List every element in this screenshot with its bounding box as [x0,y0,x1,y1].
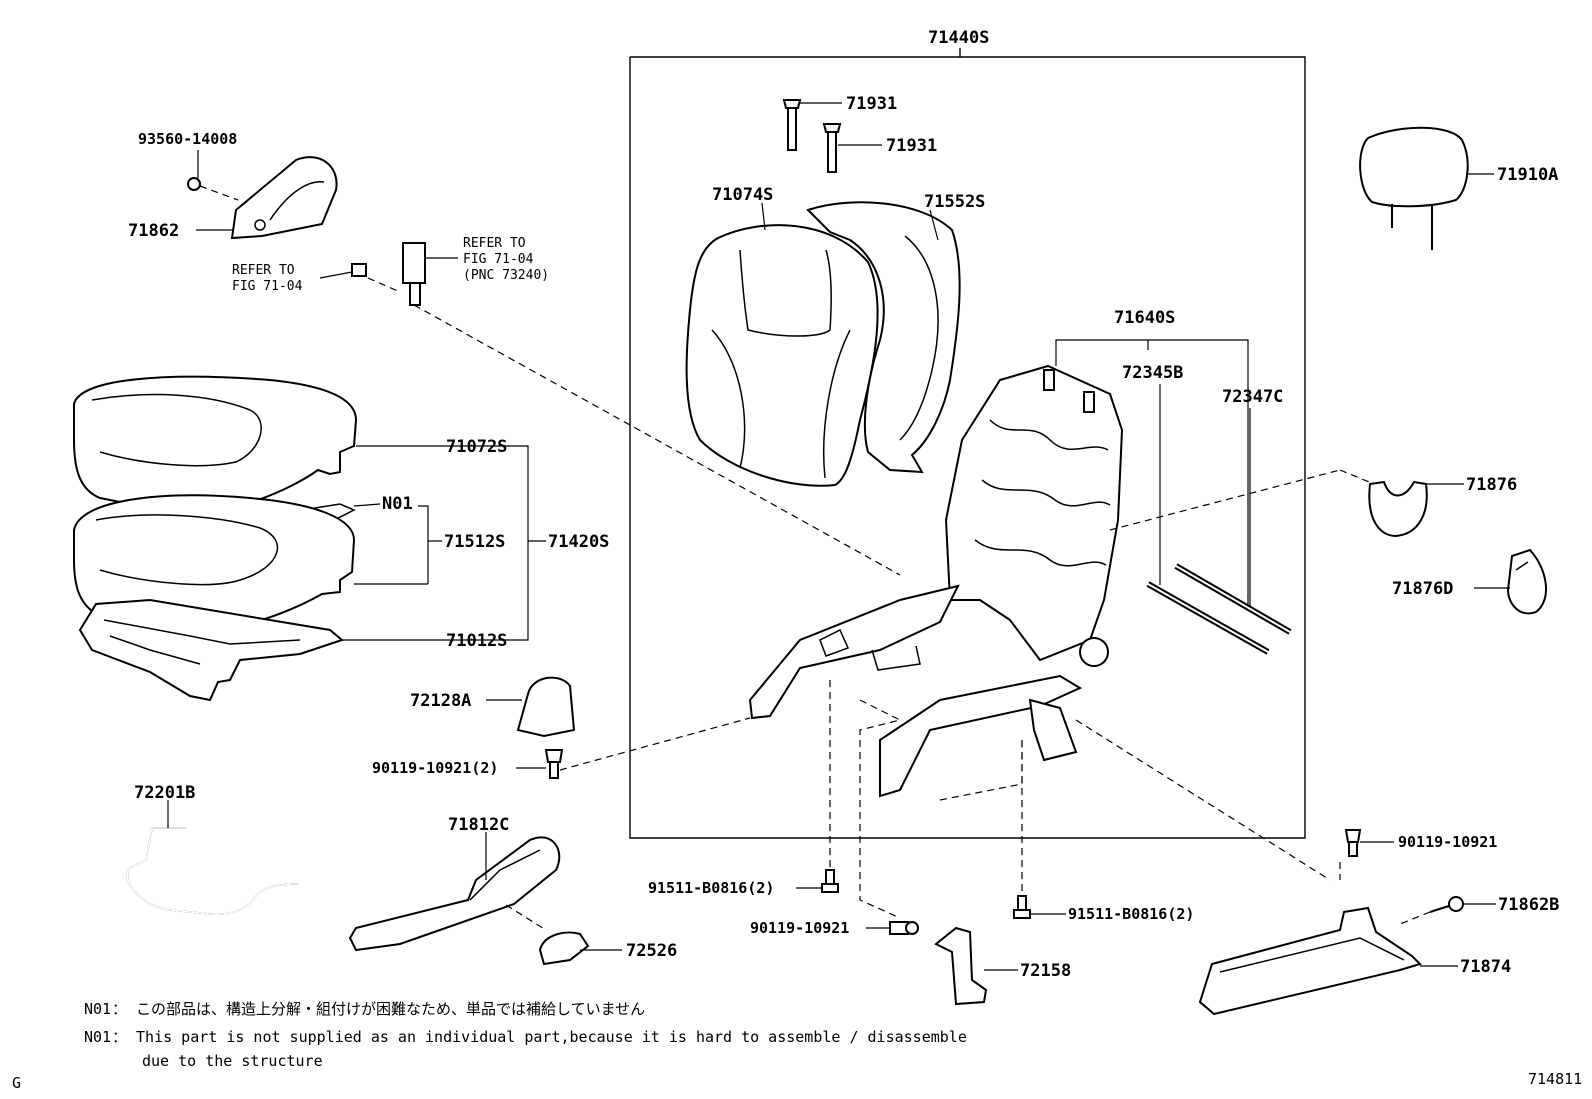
label-72526[interactable]: 72526 [626,941,677,961]
bolt-90119-10921-right[interactable] [1344,829,1394,857]
label-71876[interactable]: 71876 [1466,475,1517,495]
bolt-91511-B0816-left[interactable] [796,869,839,893]
label-93560-14008[interactable]: 93560-14008 [138,130,237,148]
label-71812C[interactable]: 71812C [448,815,509,835]
label-72347C[interactable]: 72347C [1222,387,1283,407]
label-90119-10921-middle[interactable]: 90119-10921 [750,919,849,937]
bolt-71931-lower[interactable] [822,123,882,173]
buckle-part-ref[interactable] [402,242,901,576]
label-71874[interactable]: 71874 [1460,957,1511,977]
corner-left-marker: G [12,1074,21,1092]
cover-71862[interactable] [196,156,338,240]
rail-cover-71874[interactable] [1198,906,1458,1016]
knob-72526[interactable] [538,931,622,966]
label-N01[interactable]: N01 [382,494,413,514]
ref-fig2-line2: FIG 71-04 [232,279,303,294]
bolt-90119-10921-left[interactable] [516,749,564,779]
assembly-frame-71440S [629,48,1306,839]
bolt-91511-B0816-right[interactable] [1013,895,1066,919]
wire-72201B[interactable] [126,800,299,915]
track-cover-71812C[interactable] [348,832,561,952]
rod-72345B[interactable] [1146,581,1270,655]
ref-fig-line1: REFER TO [463,236,526,251]
cover-72128A[interactable] [486,676,576,738]
label-71640S[interactable]: 71640S [1114,308,1175,328]
cover-71876[interactable] [1368,480,1464,538]
label-90119-10921-right[interactable]: 90119-10921 [1398,833,1497,851]
cushion-frame-71012S[interactable] [78,598,518,702]
label-72201B[interactable]: 72201B [134,783,195,803]
note-jp-code: N01 [84,1000,111,1018]
label-71931-lower[interactable]: 71931 [886,136,937,156]
note-en-text: ： This part is not supplied as an indivi… [112,1028,967,1046]
bolt-71931-upper[interactable] [782,99,842,151]
ref-fig2-line1: REFER TO [232,263,295,278]
label-71862B[interactable]: 71862B [1498,895,1559,915]
headrest-71910A[interactable] [1359,126,1494,250]
clip-71862B[interactable] [1399,896,1496,925]
seatback-pad-71552S[interactable] [806,201,961,474]
cover-71876D[interactable] [1474,548,1548,615]
label-71074S[interactable]: 71074S [712,185,773,205]
note-en-text-2: due to the structure [142,1052,323,1070]
label-72128A[interactable]: 72128A [410,691,471,711]
label-71440S[interactable]: 71440S [928,28,989,48]
label-71072S[interactable]: 71072S [446,437,507,457]
diagram-id: 714811 [1528,1070,1582,1088]
label-71012S[interactable]: 71012S [446,631,507,651]
seatback-cover-71074S[interactable] [685,202,879,487]
label-71862[interactable]: 71862 [128,221,179,241]
label-72158[interactable]: 72158 [1020,961,1071,981]
label-71512S[interactable]: 71512S [444,532,505,552]
screw-93560-14008[interactable] [187,177,239,201]
ref-fig-line2: FIG 71-04 [463,252,534,267]
label-91511-B0816-left[interactable]: 91511-B0816(2) [648,879,774,897]
label-71876D[interactable]: 71876D [1392,579,1453,599]
label-71931-upper[interactable]: 71931 [846,94,897,114]
note-en-code: N01 [84,1028,111,1046]
seatback-frame-71640S[interactable] [748,364,1124,798]
screw-ref-fig[interactable] [319,263,401,293]
label-71420S[interactable]: 71420S [548,532,609,552]
cover-72158[interactable] [934,926,1018,1006]
label-91511-B0816-right[interactable]: 91511-B0816(2) [1068,905,1194,923]
label-72345B[interactable]: 72345B [1122,363,1183,383]
bolt-90119-10921-middle[interactable] [866,921,919,935]
note-jp-text: ： この部品は、構造上分解・組付けが困難なため、単品では補給していません [112,1000,645,1018]
label-90119-10921-left[interactable]: 90119-10921(2) [372,759,498,777]
label-71552S[interactable]: 71552S [924,192,985,212]
label-71910A[interactable]: 71910A [1497,165,1558,185]
ref-fig-line3: (PNC 73240) [463,268,549,283]
cushion-cover-71072S[interactable] [73,375,518,516]
rod-72347C[interactable] [1174,563,1292,635]
